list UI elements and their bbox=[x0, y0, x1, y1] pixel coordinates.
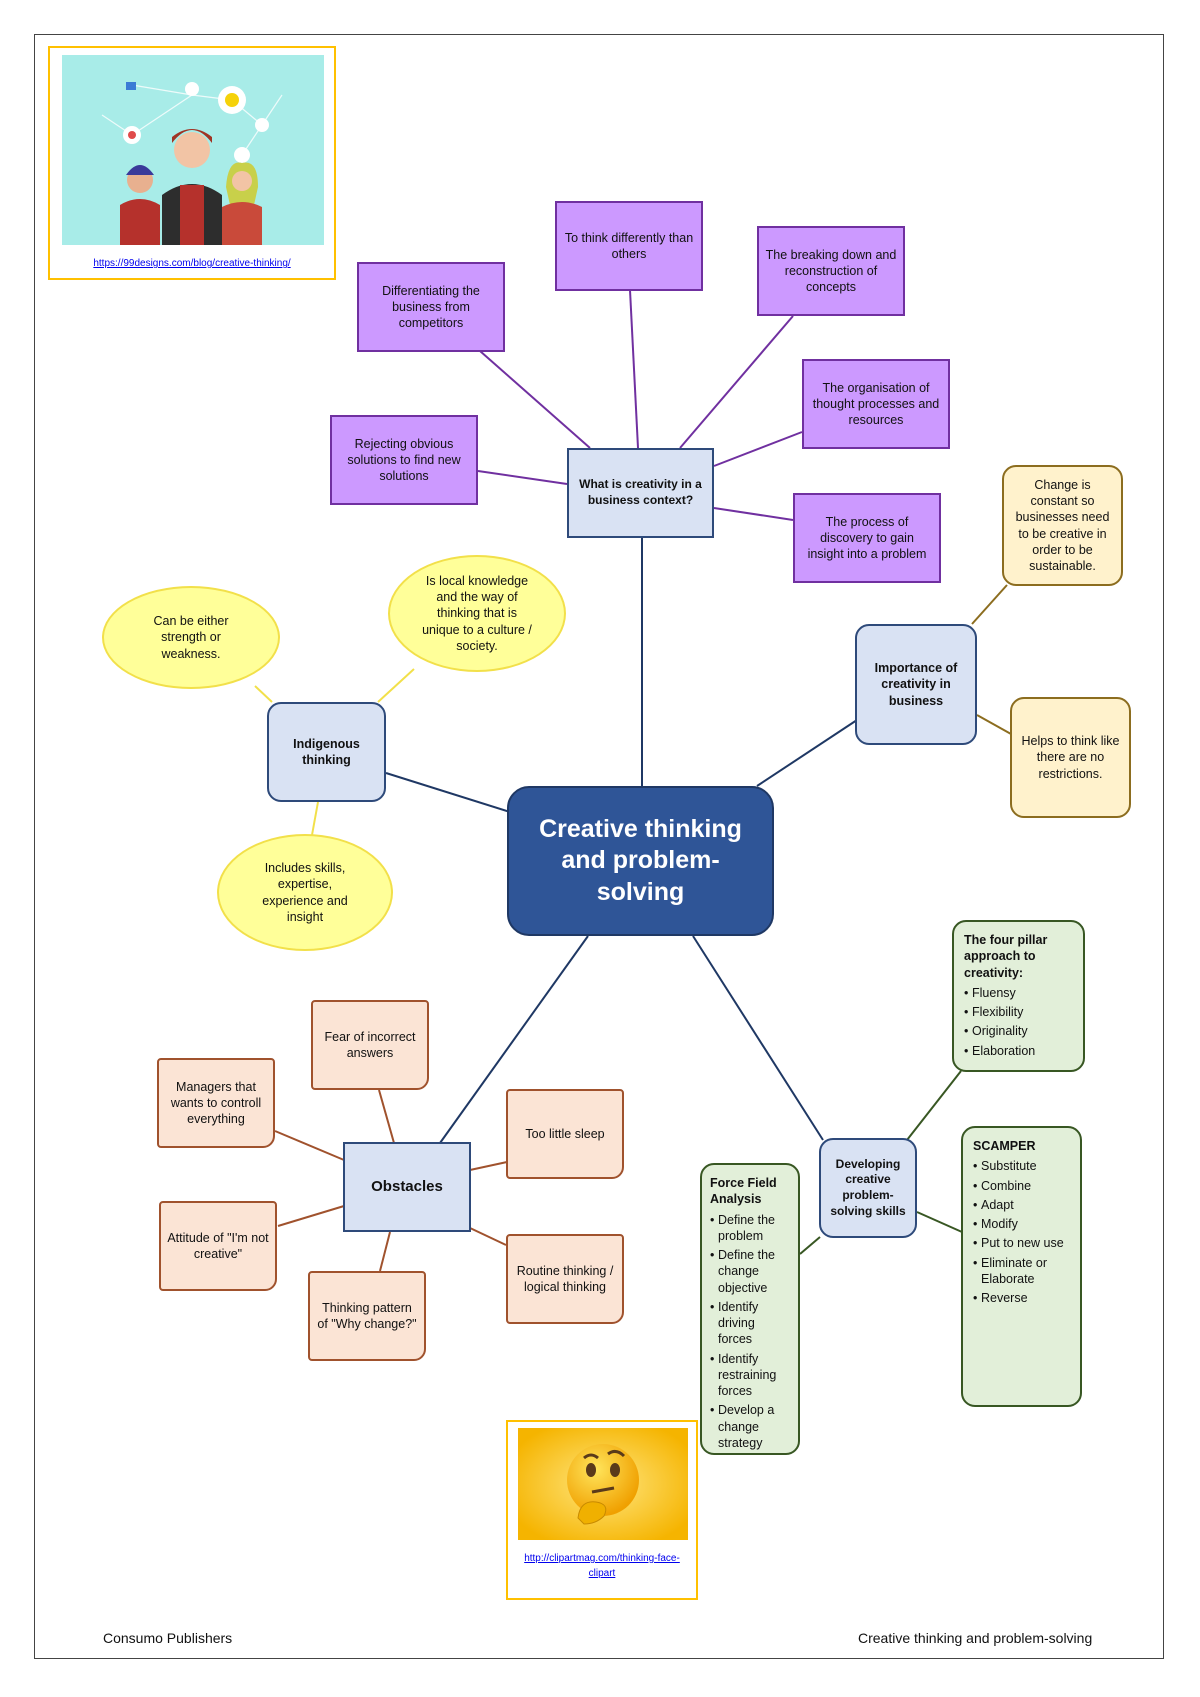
thinking-face-image bbox=[518, 1428, 688, 1540]
line-obstacle-3 bbox=[469, 1161, 508, 1171]
four-pillar-box: The four pillar approach to creativity: … bbox=[952, 920, 1085, 1072]
obstacle-sleep: Too little sleep bbox=[506, 1089, 624, 1179]
list-item: Put to new use bbox=[973, 1235, 1070, 1252]
list-item: Adapt bbox=[973, 1197, 1070, 1214]
top-image-frame bbox=[48, 46, 336, 280]
line-what-1 bbox=[629, 289, 639, 449]
what-item-organisation: The organisation of thought processes an… bbox=[802, 359, 950, 449]
top-image-caption[interactable]: https://99designs.com/blog/creative-thin… bbox=[93, 258, 291, 269]
footer-title: Creative thinking and problem-solving bbox=[858, 1630, 1093, 1646]
scamper-list: Substitute Combine Adapt Modify Put to n… bbox=[973, 1158, 1070, 1306]
four-pillar-list: Fluensy Flexibility Originality Elaborat… bbox=[964, 985, 1073, 1059]
line-obstacle-1 bbox=[378, 1089, 395, 1144]
list-item: Flexibility bbox=[964, 1004, 1073, 1021]
force-field-list: Define the problem Define the change obj… bbox=[710, 1212, 790, 1452]
bottom-image-frame bbox=[506, 1420, 698, 1600]
indigenous-item-strength: Can be either strength or weakness. bbox=[102, 586, 280, 689]
what-item-rejecting: Rejecting obvious solutions to find new … bbox=[330, 415, 478, 505]
obstacle-managers: Managers that wants to controll everythi… bbox=[157, 1058, 275, 1148]
line-center-indigenous bbox=[385, 772, 511, 813]
list-item: Identify driving forces bbox=[710, 1299, 790, 1348]
list-item: Originality bbox=[964, 1023, 1073, 1040]
line-indigenous-2 bbox=[377, 668, 415, 703]
line-what-6 bbox=[713, 507, 794, 521]
obstacle-routine: Routine thinking / logical thinking bbox=[506, 1234, 624, 1324]
line-developing-force bbox=[799, 1236, 821, 1255]
line-what-4 bbox=[713, 431, 803, 467]
line-center-importance bbox=[756, 717, 861, 787]
central-topic: Creative thinking and problem-solving bbox=[507, 786, 774, 936]
line-importance-2 bbox=[976, 714, 1012, 735]
importance-item-no-restrictions: Helps to think like there are no restric… bbox=[1010, 697, 1131, 818]
line-center-developing bbox=[692, 935, 824, 1141]
list-item: Modify bbox=[973, 1216, 1070, 1233]
what-item-breaking-down: The breaking down and reconstruction of … bbox=[757, 226, 905, 316]
what-item-discovery: The process of discovery to gain insight… bbox=[793, 493, 941, 583]
obstacle-thinking-pattern: Thinking pattern of "Why change?" bbox=[308, 1271, 426, 1361]
indigenous-item-skills: Includes skills, expertise, experience a… bbox=[217, 834, 393, 951]
list-item: Elaboration bbox=[964, 1043, 1073, 1060]
list-item: Substitute bbox=[973, 1158, 1070, 1175]
what-item-differentiating: Differentiating the business from compet… bbox=[357, 262, 505, 352]
list-item: Eliminate or Elaborate bbox=[973, 1255, 1070, 1288]
indigenous-item-local-knowledge: Is local knowledge and the way of thinki… bbox=[388, 555, 566, 672]
scamper-box: SCAMPER Substitute Combine Adapt Modify … bbox=[961, 1126, 1082, 1407]
importance-node: Importance of creativity in business bbox=[855, 624, 977, 745]
list-item: Identify restraining forces bbox=[710, 1351, 790, 1400]
footer-publisher: Consumo Publishers bbox=[103, 1630, 233, 1646]
obstacles-node: Obstacles bbox=[343, 1142, 471, 1232]
list-item: Define the problem bbox=[710, 1212, 790, 1245]
line-developing-pillar bbox=[906, 1070, 962, 1141]
line-obstacle-5 bbox=[469, 1227, 507, 1246]
line-obstacle-4 bbox=[277, 1205, 345, 1227]
line-importance-1 bbox=[971, 584, 1008, 625]
line-what-5 bbox=[477, 470, 568, 485]
indigenous-node: Indigenous thinking bbox=[267, 702, 386, 802]
developing-node: Developing creative problem-solving skil… bbox=[819, 1138, 917, 1238]
line-what-3 bbox=[679, 315, 794, 449]
what-is-creativity-node: What is creativity in a business context… bbox=[567, 448, 714, 538]
line-indigenous-1 bbox=[254, 685, 273, 703]
line-developing-scamper bbox=[916, 1211, 963, 1233]
line-obstacle-2 bbox=[274, 1130, 345, 1161]
obstacle-fear: Fear of incorrect answers bbox=[311, 1000, 429, 1090]
list-item: Fluensy bbox=[964, 985, 1073, 1002]
team-illustration-image bbox=[62, 55, 324, 245]
line-indigenous-3 bbox=[311, 801, 319, 836]
line-what-2 bbox=[479, 350, 591, 449]
obstacle-attitude: Attitude of "I'm not creative" bbox=[159, 1201, 277, 1291]
list-item: Define the change objective bbox=[710, 1247, 790, 1296]
list-item: Combine bbox=[973, 1178, 1070, 1195]
force-field-title: Force Field Analysis bbox=[710, 1176, 777, 1207]
bottom-image-caption[interactable]: http://clipartmag.com/thinking-face-clip… bbox=[524, 1553, 680, 1579]
what-item-think-differently: To think differently than others bbox=[555, 201, 703, 291]
importance-item-change: Change is constant so businesses need to… bbox=[1002, 465, 1123, 586]
line-center-obstacles bbox=[439, 935, 589, 1144]
page-frame bbox=[34, 34, 1164, 1659]
four-pillar-title: The four pillar approach to creativity: bbox=[964, 933, 1048, 980]
list-item: Develop a change strategy bbox=[710, 1402, 790, 1451]
list-item: Reverse bbox=[973, 1290, 1070, 1307]
scamper-title: SCAMPER bbox=[973, 1139, 1036, 1153]
force-field-box: Force Field Analysis Define the problem … bbox=[700, 1163, 800, 1455]
line-obstacle-6 bbox=[379, 1231, 391, 1272]
